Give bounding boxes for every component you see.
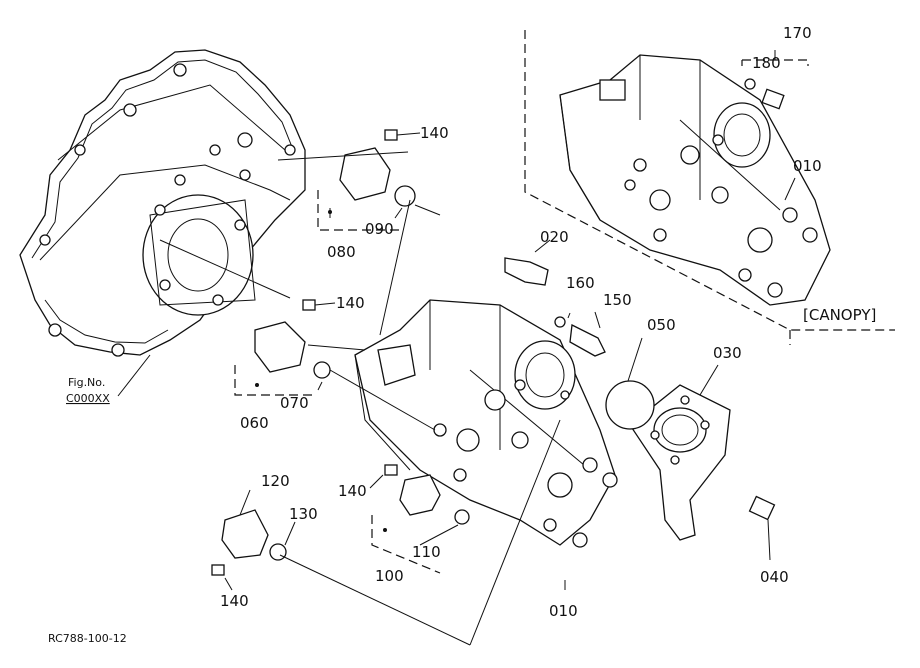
callout-080[interactable]: 080 xyxy=(327,243,356,261)
callout-030[interactable]: 030 xyxy=(713,344,742,362)
callout-150[interactable]: 150 xyxy=(603,291,632,309)
callout-020[interactable]: 020 xyxy=(540,228,569,246)
coupling-flange-030 xyxy=(629,384,731,541)
callout-140-a[interactable]: 140 xyxy=(420,124,449,142)
o-ring-050 xyxy=(605,380,655,430)
callout-070[interactable]: 070 xyxy=(280,394,309,412)
solenoid-assembly-100 xyxy=(369,464,470,574)
callout-110[interactable]: 110 xyxy=(412,543,441,561)
callout-170[interactable]: 170 xyxy=(783,24,812,42)
callout-180[interactable]: 180 xyxy=(752,54,781,72)
fitting-040 xyxy=(748,495,776,561)
flywheel-housing xyxy=(19,49,306,357)
leader-lines xyxy=(159,151,796,646)
solenoid-assembly-080 xyxy=(317,129,421,231)
fitting-020 xyxy=(504,239,551,286)
callout-090[interactable]: 090 xyxy=(365,220,394,238)
callout-130[interactable]: 130 xyxy=(289,505,318,523)
callout-labels: 170 180 010 140 090 080 020 160 150 050 … xyxy=(220,24,822,620)
figure-reference[interactable]: Fig.No. C000XX xyxy=(66,354,151,405)
fig-ref-line1: Fig.No. xyxy=(68,376,105,389)
fig-ref-line2[interactable]: C000XX xyxy=(66,392,110,405)
callout-100[interactable]: 100 xyxy=(375,567,404,585)
callout-010-bottom[interactable]: 010 xyxy=(549,602,578,620)
callout-140-c[interactable]: 140 xyxy=(338,482,367,500)
sensor-150 xyxy=(569,324,606,357)
solenoid-assembly-060 xyxy=(234,299,336,396)
canopy-fitting-180 xyxy=(741,50,809,110)
reference-code: RC788-100-12 xyxy=(48,632,127,645)
callout-010-top[interactable]: 010 xyxy=(793,157,822,175)
callout-140-d[interactable]: 140 xyxy=(220,592,249,610)
callout-060[interactable]: 060 xyxy=(240,414,269,432)
canopy-pump-assembly xyxy=(559,54,831,306)
canopy-variant-group: [CANOPY] xyxy=(524,30,895,345)
o-ring-160 xyxy=(554,316,566,328)
callout-050[interactable]: 050 xyxy=(647,316,676,334)
canopy-label: [CANOPY] xyxy=(803,306,876,324)
callout-140-b[interactable]: 140 xyxy=(336,294,365,312)
callout-120[interactable]: 120 xyxy=(261,472,290,490)
solenoid-120 xyxy=(211,509,287,576)
callout-040[interactable]: 040 xyxy=(760,568,789,586)
callout-160[interactable]: 160 xyxy=(566,274,595,292)
